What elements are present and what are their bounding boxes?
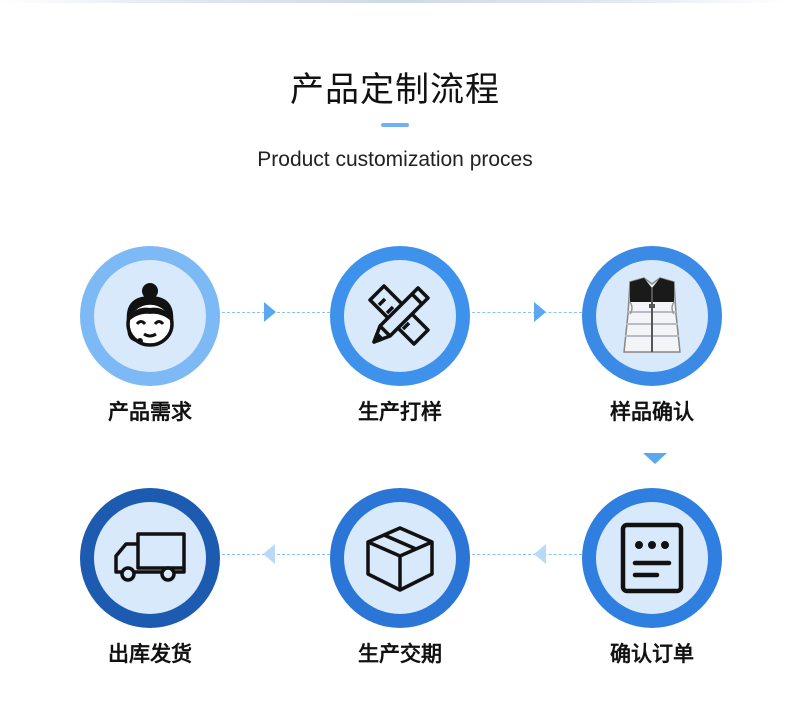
arrow-down-icon	[643, 453, 667, 464]
step-production-delivery: 生产交期	[330, 488, 470, 668]
box-package-icon	[366, 526, 434, 592]
connector-2-3	[467, 312, 582, 313]
order-form-icon	[620, 522, 684, 594]
step-circle-inner	[344, 502, 456, 614]
arrow-left-icon	[534, 544, 546, 564]
step-sample-production: 生产打样	[330, 246, 470, 426]
step-label: 生产交期	[358, 642, 442, 666]
step-shipping-out: 出库发货	[80, 488, 220, 668]
step-circle	[582, 246, 722, 386]
step-label: 出库发货	[108, 642, 192, 666]
step-sample-confirmation: 样品确认	[582, 246, 722, 426]
top-gradient-line	[0, 0, 790, 3]
step-circle-inner	[596, 502, 708, 614]
step-circle	[582, 488, 722, 628]
step-circle-inner	[344, 260, 456, 372]
step-circle	[330, 246, 470, 386]
step-circle-inner	[94, 502, 206, 614]
step-label: 确认订单	[610, 642, 694, 666]
step-circle	[80, 246, 220, 386]
step-circle	[330, 488, 470, 628]
arrow-right-icon	[534, 302, 546, 322]
pencil-ruler-icon	[368, 284, 430, 346]
step-circle	[80, 488, 220, 628]
arrow-right-icon	[264, 302, 276, 322]
page-subtitle: Product customization proces	[257, 148, 533, 171]
step-product-requirements: 产品需求	[80, 246, 220, 426]
title-underline	[381, 123, 409, 127]
delivery-truck-icon	[114, 532, 186, 582]
connector-4-5	[467, 554, 582, 555]
step-circle-inner	[596, 260, 708, 372]
padded-vest-icon	[623, 277, 681, 353]
step-label: 产品需求	[108, 400, 192, 424]
page-title: 产品定制流程	[290, 70, 500, 110]
step-label: 样品确认	[610, 400, 694, 424]
step-circle-inner	[94, 260, 206, 372]
step-label: 生产打样	[358, 400, 442, 424]
arrow-left-icon	[263, 544, 275, 564]
customer-service-headset-icon	[126, 283, 174, 347]
step-order-confirmation: 确认订单	[582, 488, 722, 668]
